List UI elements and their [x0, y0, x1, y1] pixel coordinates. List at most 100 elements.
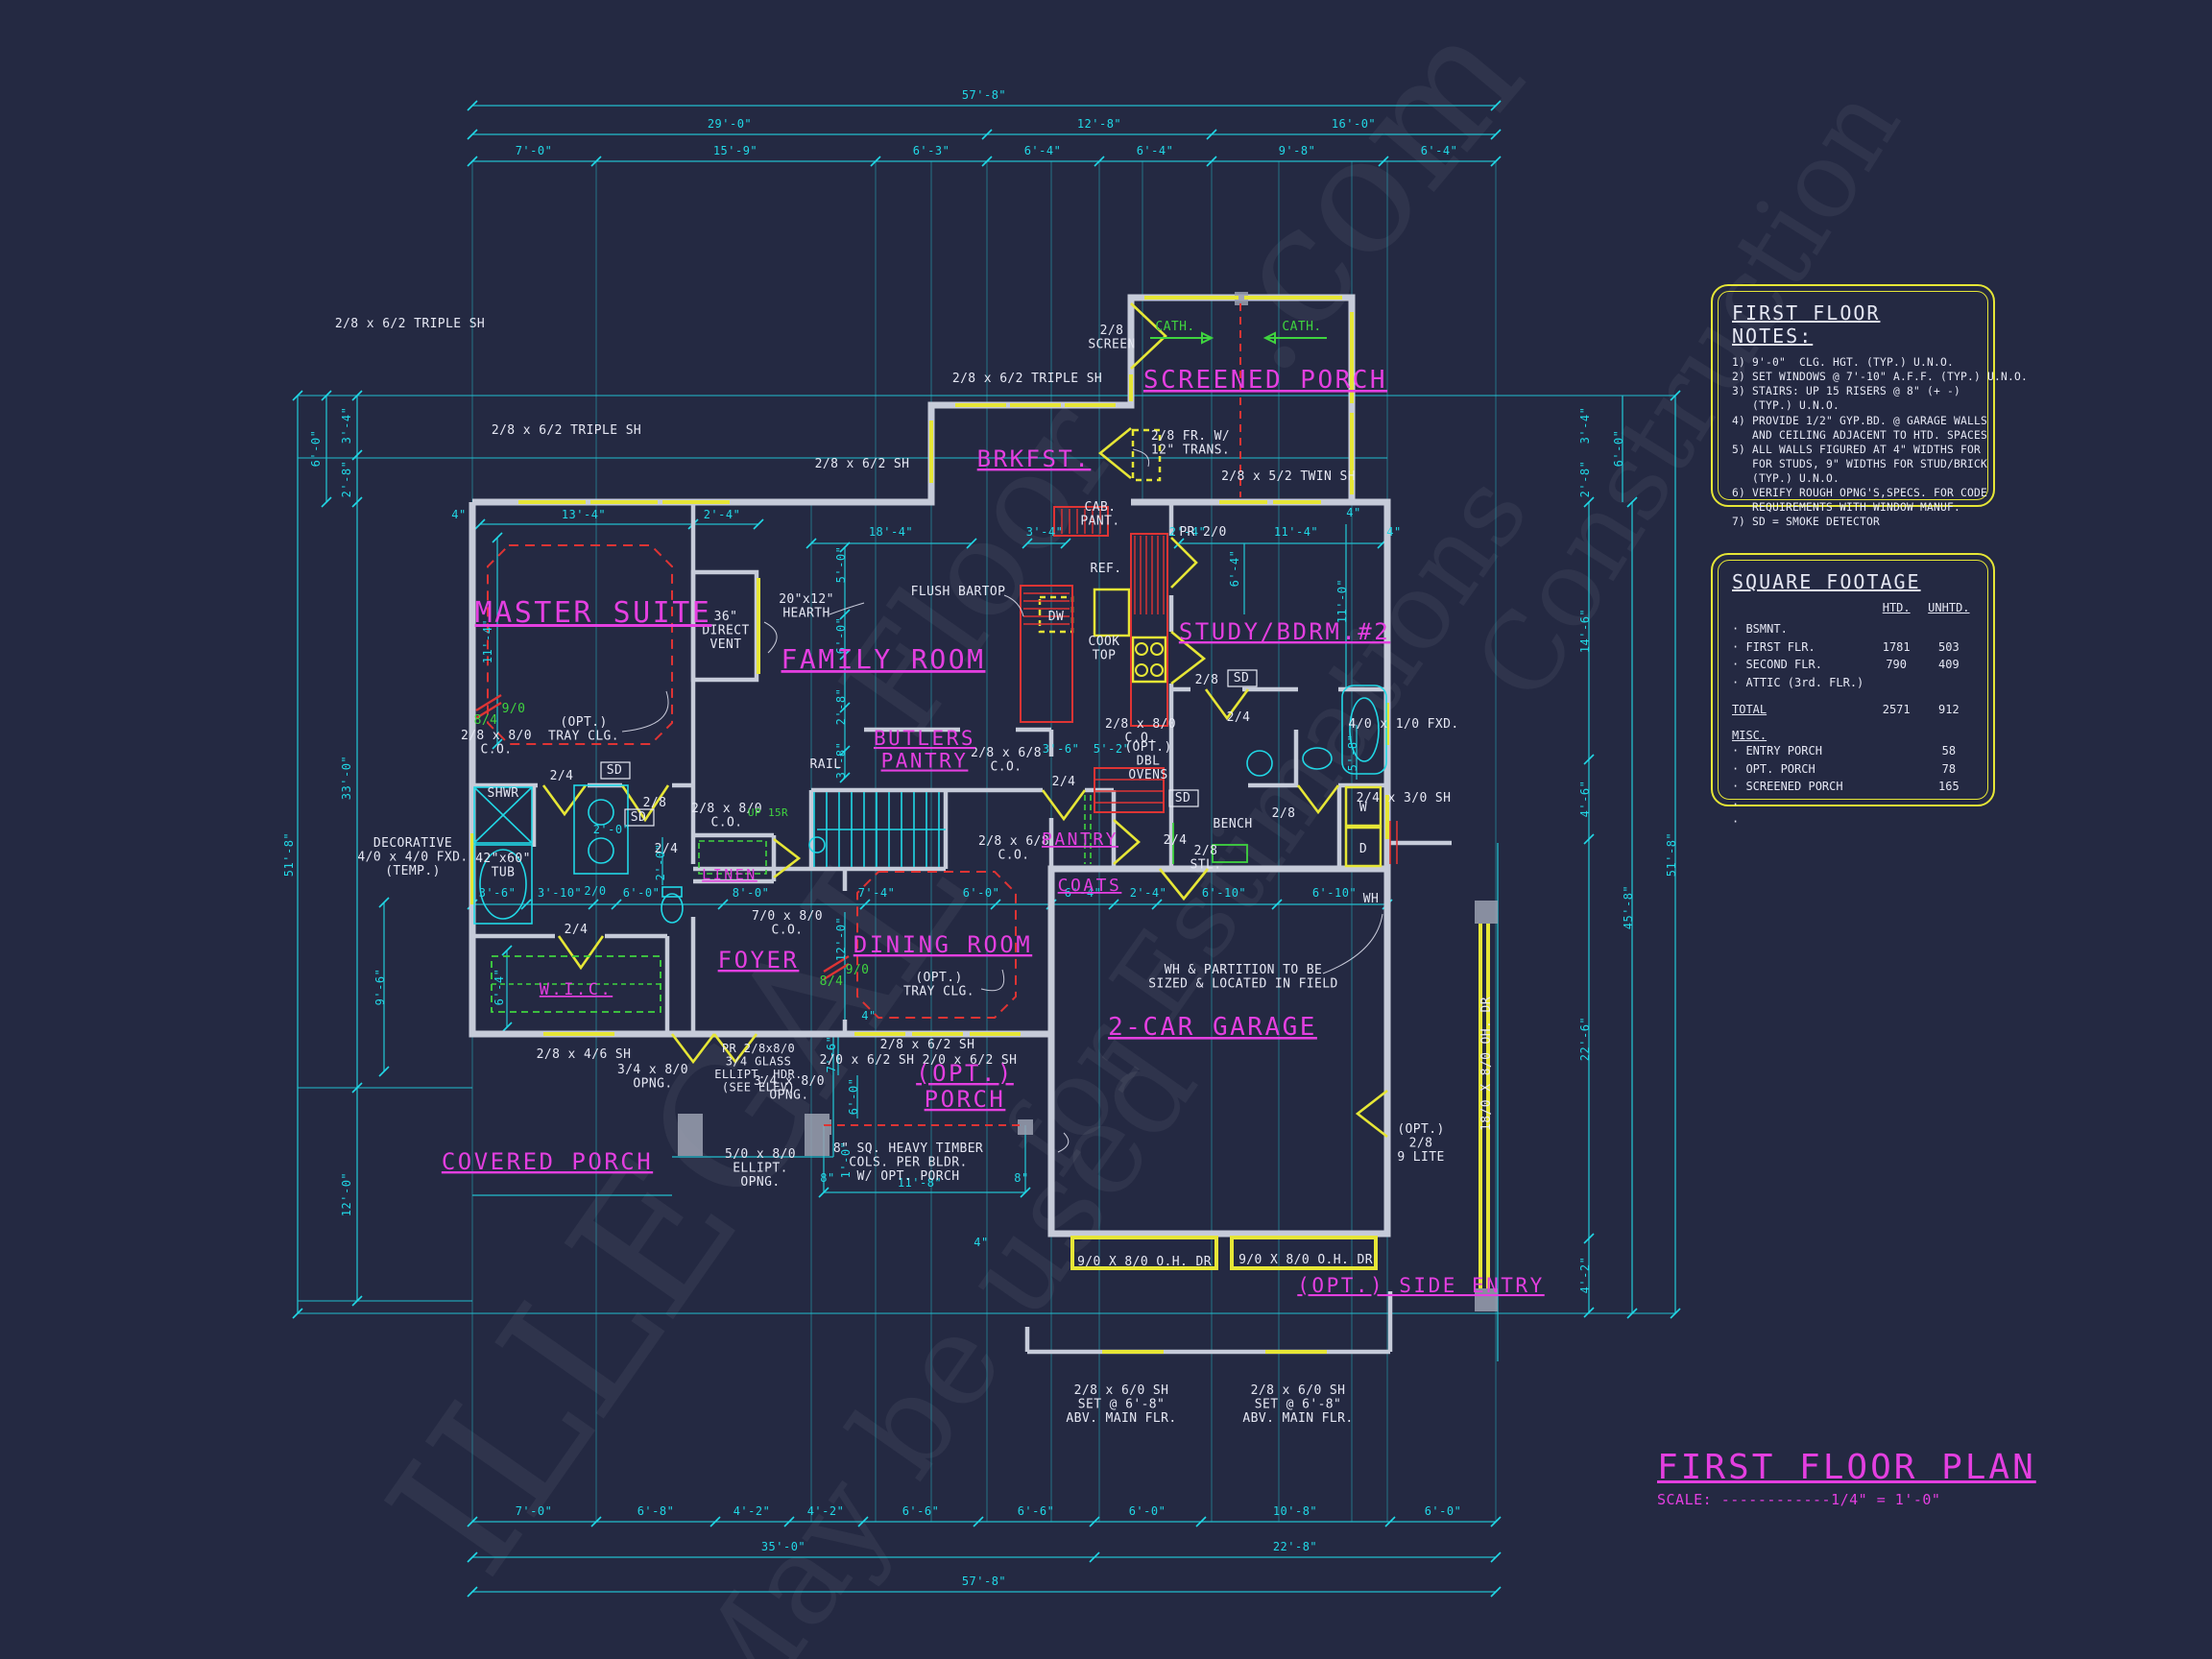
- windows: [470, 296, 1490, 1354]
- dim-label: 14'-6": [1578, 609, 1592, 653]
- room-label: COVERED PORCH: [442, 1148, 653, 1175]
- anno-label: DW: [1048, 610, 1064, 624]
- note-line: 2) SET WINDOWS @ 7'-10" A.F.F. (TYP.) U.…: [1732, 371, 2029, 384]
- dim-label: 7'-4": [858, 886, 896, 900]
- room-label: COATS: [1058, 876, 1122, 896]
- dim-label: 6'-4": [493, 969, 506, 1006]
- dim-label: 4": [1346, 506, 1360, 519]
- dim-label: 4'-2": [1578, 1257, 1592, 1294]
- dim-label: 5'-2": [1094, 742, 1131, 756]
- room-label: STUDY/BDRM.#2: [1179, 618, 1390, 645]
- drawing-scale: SCALE: ------------1/4" = 1'-0": [1657, 1491, 1941, 1508]
- dim-label: 18'-4": [869, 525, 913, 539]
- dim-label: 12'-0": [834, 917, 848, 961]
- dim-label: 2'-8": [834, 688, 848, 726]
- anno-label: SD: [1234, 671, 1249, 685]
- note-line: 6) VERIFY ROUGH OPNG'S,SPECS. FOR CODE: [1732, 487, 1988, 500]
- room-label: MASTER SUITE: [475, 596, 712, 630]
- dimension-lines: [297, 105, 1676, 1593]
- anno-label: SD: [1175, 791, 1190, 805]
- anno-label: 2/8 x 6/2 TRIPLE SH: [335, 317, 485, 331]
- dim-label: 6'-4": [1065, 886, 1102, 900]
- dim-label: 6'-0": [963, 886, 1000, 900]
- dim-label: 6'-6": [1018, 1504, 1055, 1518]
- anno-label: 9/0: [502, 702, 526, 716]
- anno-label: (OPT.)TRAY CLG.: [903, 971, 974, 999]
- dim-label: 57'-8": [962, 1575, 1006, 1588]
- dim-label: 6'-8": [637, 1504, 675, 1518]
- dim-label: 5'-8": [1346, 734, 1359, 772]
- dim-label: 2'-8": [340, 461, 353, 498]
- sqft-misc-label: MISC.: [1732, 728, 1767, 742]
- dim-label: 6'-0": [309, 430, 323, 468]
- anno-label: 2/0 x 6/2 SH: [820, 1053, 915, 1068]
- dim-label: 12'-0": [340, 1172, 353, 1216]
- dim-label: 10'-8": [1273, 1504, 1317, 1518]
- anno-label: CATH.: [1155, 320, 1194, 334]
- dim-label: 2'-4": [704, 508, 741, 521]
- dim-label: 6'-0": [1612, 430, 1625, 468]
- dim-label: 57'-8": [962, 88, 1006, 102]
- first-floor-notes-box: FIRST FLOOR NOTES: 1) 9'-0" CLG. HGT. (T…: [1711, 284, 2028, 528]
- dim-label: 3'-8": [834, 742, 848, 780]
- annotation-labels: 2/8 x 6/2 TRIPLE SH2/8 x 6/2 TRIPLE SH2/…: [335, 317, 1494, 1426]
- sqft-row: BSMNT.: [1732, 620, 1974, 638]
- first-floor-notes-inner: FIRST FLOOR NOTES: 1) 9'-0" CLG. HGT. (T…: [1718, 291, 2028, 528]
- anno-label: SD: [607, 763, 622, 778]
- porch-columns: [678, 292, 1498, 1311]
- dim-label: 6'-10": [1312, 886, 1357, 900]
- dim-label: 11'-4": [1274, 525, 1318, 539]
- anno-label: 2/4: [550, 769, 574, 783]
- anno-label: 2/4: [1227, 710, 1251, 725]
- note-line: AND CEILING ADJACENT TO HTD. SPACES: [1732, 428, 1988, 442]
- room-label: BRKFST.: [977, 445, 1092, 472]
- room-label: (OPT.) SIDE ENTRY: [1297, 1274, 1544, 1297]
- anno-label: SD: [631, 810, 646, 825]
- room-label: (OPT.)PORCH: [916, 1060, 1014, 1113]
- dim-label: 3'-4": [340, 407, 353, 445]
- dim-label: 6'-4": [1024, 144, 1062, 157]
- square-footage-box: SQUARE FOOTAGE HTD. UNHTD. BSMNT.FIRST F…: [1711, 553, 1995, 806]
- anno-label: RAIL: [810, 757, 842, 772]
- square-footage-title: SQUARE FOOTAGE: [1732, 570, 1921, 593]
- dim-label: 29'-0": [708, 117, 752, 131]
- dim-label: 7'-0": [516, 1504, 553, 1518]
- dim-label: 6'-4": [1421, 144, 1458, 157]
- anno-label: 20"x12"HEARTH: [779, 592, 834, 621]
- drawing-title-block: FIRST FLOOR PLAN SCALE: ------------1/4"…: [1657, 1448, 2036, 1508]
- dim-label: 2'-4": [1130, 886, 1167, 900]
- dim-label: 6'-3": [913, 144, 950, 157]
- anno-label: 2/0 x 6/2 SH: [923, 1053, 1018, 1068]
- anno-label: 8/4: [474, 713, 498, 728]
- dim-label: 5'-0": [834, 546, 848, 584]
- dim-label: 6'-0": [847, 1078, 860, 1116]
- note-line: (TYP.) U.N.O.: [1732, 472, 1840, 485]
- dim-label: 4": [1386, 525, 1401, 539]
- dim-label: 2'-0": [593, 823, 631, 836]
- dim-label: 3'-4": [1578, 407, 1592, 445]
- dim-label: 15'-9": [713, 144, 757, 157]
- anno-label: CAB.PANT.: [1080, 500, 1119, 529]
- green-linework: [491, 331, 1327, 1013]
- notes-list: 1) 9'-0" CLG. HGT. (TYP.) U.N.O.2) SET W…: [1732, 355, 2029, 530]
- dim-label: 16'-0": [1332, 117, 1376, 131]
- dim-label: 8": [820, 1171, 834, 1185]
- dim-label: 6'-4": [1137, 144, 1174, 157]
- room-label: SCREENED PORCH: [1143, 366, 1387, 395]
- dim-label: 51'-8": [1665, 832, 1678, 877]
